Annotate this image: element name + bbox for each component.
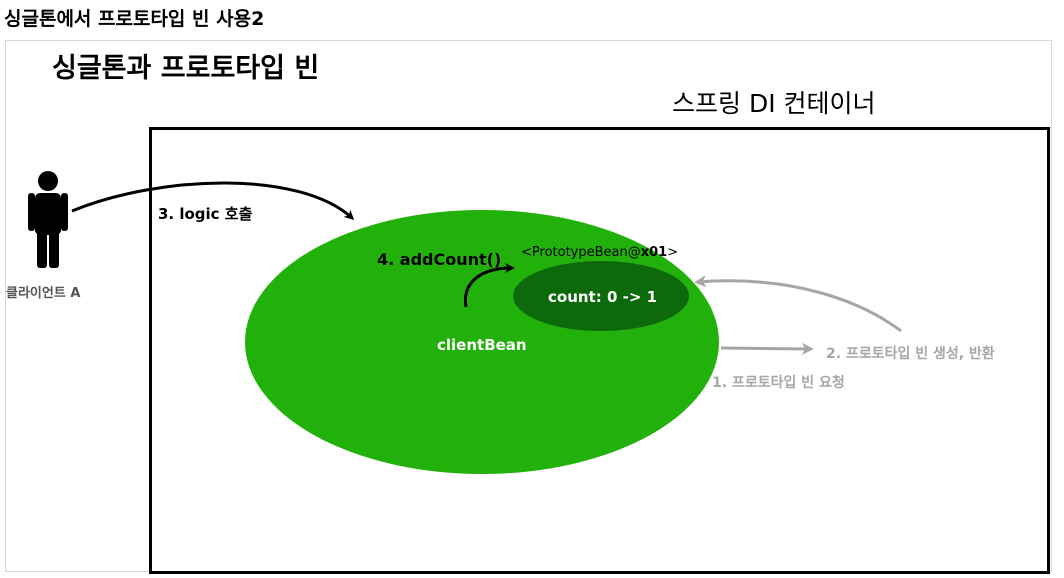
count-label: count: 0 -> 1 [548,288,658,306]
step-1-label: 1. 프로토타입 빈 요청 [712,375,845,391]
page-title: 싱글톤에서 프로토타입 빈 사용2 [4,8,265,30]
prototype-bean-ref: <PrototypeBean@x01> [521,245,678,260]
spring-di-container [149,127,1050,574]
prototype-bean-ref-prefix: <PrototypeBean@ [521,245,641,260]
step-3-label: 3. logic 호출 [158,205,253,223]
step-4-label: 4. addCount() [377,250,502,269]
prototype-bean-ref-id: x01 [640,245,668,260]
container-label: 스프링 DI 컨테이너 [672,89,876,118]
logic-call-arrow [71,181,355,221]
slide-title: 싱글톤과 프로토타입 빈 [52,53,320,84]
return-arrow [694,275,902,333]
request-arrow [720,342,814,355]
client-label: 클라이언트 A [6,286,81,301]
step-2-label: 2. 프로토타입 빈 생성, 반환 [826,346,995,362]
prototype-bean-ellipse [513,261,689,331]
add-count-arrow [463,263,515,308]
client-bean-label: clientBean [437,336,527,354]
person-icon [28,171,68,268]
prototype-bean-ref-suffix: > [667,245,679,260]
